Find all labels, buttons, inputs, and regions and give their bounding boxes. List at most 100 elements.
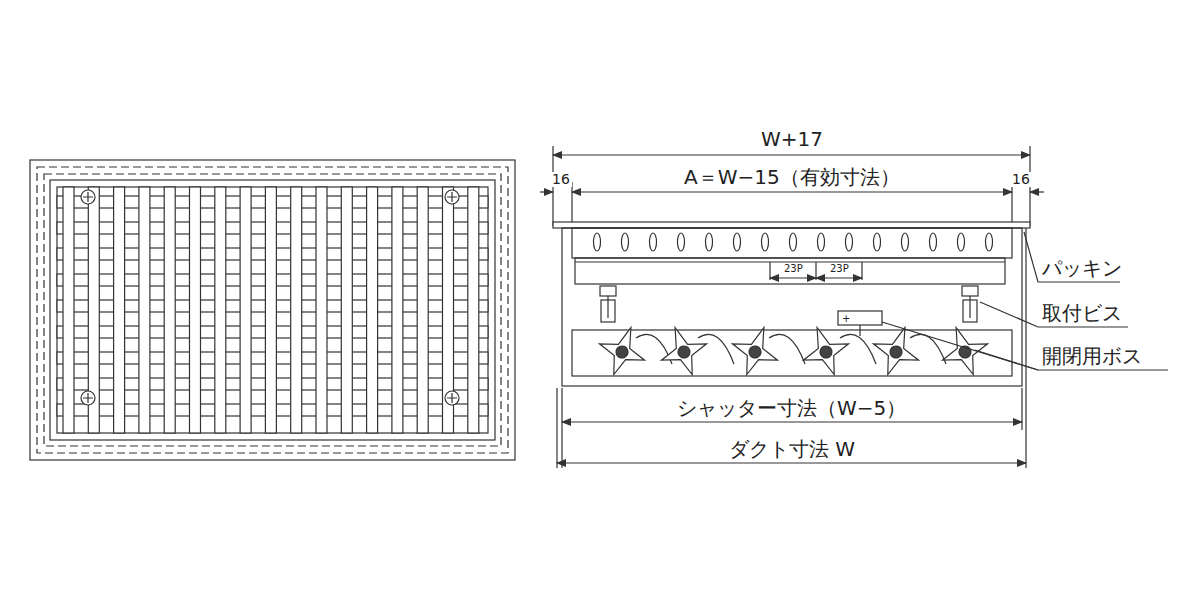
screw-cross — [83, 393, 93, 403]
dimension-label: 23P — [828, 263, 851, 274]
grille-inner — [57, 187, 488, 433]
vertical-bar — [367, 187, 378, 433]
screw — [81, 391, 95, 405]
dimension-line — [572, 191, 1012, 192]
pitch-dim — [770, 277, 816, 278]
boss-arm — [653, 319, 715, 382]
dimension-label: 16 — [1010, 172, 1032, 187]
extension-line — [1021, 388, 1022, 430]
dimension-line — [562, 421, 1022, 422]
louver-slot — [706, 233, 713, 251]
dimension-label: ダクト寸法 W — [727, 438, 857, 460]
vertical-bar — [392, 187, 403, 433]
louver-slot — [958, 233, 965, 251]
vertical-bar — [190, 187, 201, 433]
boss — [865, 319, 927, 382]
vertical-bar — [139, 187, 150, 433]
boss-hub — [614, 344, 629, 359]
vertical-bar — [63, 187, 74, 433]
boss — [653, 319, 715, 382]
dimension-label: シャッター寸法（W−5） — [675, 397, 908, 419]
vertical-bar — [468, 187, 479, 433]
boss-hub — [818, 344, 833, 359]
grille-frame — [50, 180, 495, 440]
vertical-bar — [316, 187, 327, 433]
dimension-line — [1030, 191, 1044, 192]
vertical-bar — [417, 187, 428, 433]
boss — [591, 319, 653, 382]
vertical-bar — [240, 187, 251, 433]
pitch-dim — [816, 277, 862, 278]
boss-arm — [865, 319, 927, 382]
boss-hub — [676, 344, 691, 359]
screw-cross — [83, 192, 93, 202]
mount-screw — [600, 286, 978, 322]
boss — [795, 319, 857, 382]
screw-cross — [447, 393, 457, 403]
extension-line — [1025, 228, 1026, 468]
boss-arm — [724, 319, 786, 382]
linkage — [769, 334, 805, 364]
part-label: パッキン — [1040, 257, 1124, 279]
louver-frame — [572, 228, 1012, 258]
louver-slot — [622, 233, 629, 251]
dimension-label: + — [840, 313, 852, 324]
dimension-label: 16 — [550, 172, 572, 187]
boss-hub — [957, 344, 972, 359]
linkage — [698, 334, 734, 364]
screw — [445, 391, 459, 405]
louver-slot — [678, 233, 685, 251]
dashed-outline — [37, 167, 508, 453]
dimension-label: W+17 — [759, 128, 825, 150]
louver-slot — [986, 233, 993, 251]
louver-slot — [594, 233, 601, 251]
vertical-bar — [164, 187, 175, 433]
screw — [81, 190, 95, 204]
plate — [575, 258, 1005, 284]
vertical-bar — [265, 187, 276, 433]
switch-box — [838, 311, 882, 325]
leader-line — [980, 302, 1128, 327]
screw — [445, 190, 459, 204]
boss — [934, 319, 996, 382]
shutter-bosses — [591, 319, 996, 382]
dimension-line — [557, 462, 1026, 463]
extension-line — [1011, 182, 1012, 222]
boss-arm — [934, 319, 996, 382]
switch-stem — [859, 325, 860, 336]
body — [562, 228, 1022, 386]
flange — [553, 222, 1030, 228]
boss-arm — [591, 319, 653, 382]
vertical-bar — [341, 187, 352, 433]
louver-slot — [818, 233, 825, 251]
leader-line — [882, 322, 1168, 370]
vertical-bar — [215, 187, 226, 433]
extension-line — [571, 182, 572, 222]
dashed-outline — [44, 174, 501, 446]
vertical-bar — [114, 187, 125, 433]
louver-slot — [650, 233, 657, 251]
dimension-line — [553, 154, 1030, 155]
outer-frame — [30, 160, 515, 460]
shutter-frame — [572, 330, 1012, 376]
grille-bars — [57, 187, 488, 433]
vertical-bar — [291, 187, 302, 433]
extension-line — [556, 388, 557, 468]
louver-slot — [930, 233, 937, 251]
boss-hub — [888, 344, 903, 359]
linkage — [910, 334, 946, 364]
part-label: 開閉用ボス — [1040, 345, 1144, 367]
dimension-label: A＝W−15（有効寸法） — [682, 166, 902, 188]
louver-slot — [734, 233, 741, 251]
louver-slot — [902, 233, 909, 251]
dimension-label: 23P — [782, 263, 805, 274]
pitch-tick — [815, 262, 816, 280]
boss-hub — [747, 344, 762, 359]
boss — [724, 319, 786, 382]
louver-slot — [846, 233, 853, 251]
louver-slot — [790, 233, 797, 251]
part-label: 取付ビス — [1040, 302, 1124, 324]
pitch-tick — [769, 262, 770, 280]
